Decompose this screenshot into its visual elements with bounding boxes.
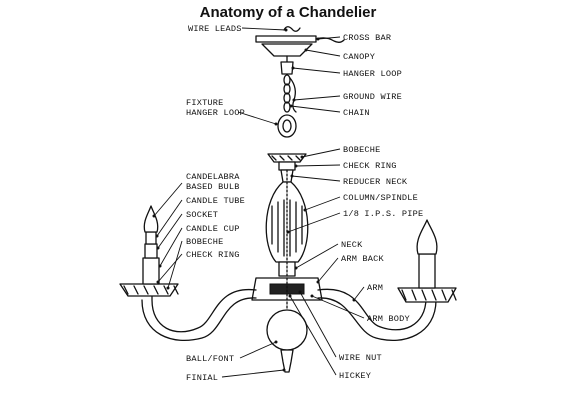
label-ips-pipe: 1/8 I.P.S. PIPE xyxy=(343,209,423,219)
right-bobeche-shape xyxy=(397,287,457,303)
finial-shape xyxy=(280,349,294,373)
label-candelabra-bulb-line2: BASED BULB xyxy=(186,182,240,192)
label-arm-body: ARM BODY xyxy=(367,314,410,324)
left-arm-shape xyxy=(151,289,257,333)
callout-labels: WIRE LEADS FIXTURE HANGER LOOP CANDELABR… xyxy=(186,24,423,383)
chain-shape xyxy=(283,74,291,113)
left-bulb-shape xyxy=(143,205,159,233)
label-canopy: CANOPY xyxy=(343,52,375,62)
label-wire-leads: WIRE LEADS xyxy=(188,24,242,34)
label-socket: SOCKET xyxy=(186,210,218,220)
label-fixture-hanger-loop-line1: FIXTURE xyxy=(186,98,224,108)
cross-bar-shape xyxy=(255,35,317,43)
leader-lines xyxy=(152,27,365,378)
label-hickey: HICKEY xyxy=(339,371,371,381)
ball-font-shape xyxy=(266,309,308,351)
left-candle-cup-shape xyxy=(142,257,160,285)
right-arm-shape xyxy=(317,288,427,331)
canopy-shape xyxy=(261,43,313,57)
label-ground-wire: GROUND WIRE xyxy=(343,92,402,102)
label-chain: CHAIN xyxy=(343,108,370,118)
label-ball-font: BALL/FONT xyxy=(186,354,234,364)
left-bobeche-shape xyxy=(119,283,179,297)
label-fixture-hanger-loop-line2: HANGER LOOP xyxy=(186,108,245,118)
left-socket-shape xyxy=(144,243,158,259)
diagram-title: Anatomy of a Chandelier xyxy=(200,4,377,21)
label-cross-bar: CROSS BAR xyxy=(343,33,391,43)
label-hanger-loop: HANGER LOOP xyxy=(343,69,402,79)
right-bulb-shape xyxy=(416,219,438,255)
label-arm-back: ARM BACK xyxy=(341,254,384,264)
label-column-spindle: COLUMN/SPINDLE xyxy=(343,193,418,203)
left-candle-tube-shape xyxy=(145,231,157,245)
fixture-hanger-loop-shape xyxy=(277,114,297,138)
label-candelabra-bulb-line1: CANDELABRA xyxy=(186,172,240,182)
label-candle-cup: CANDLE CUP xyxy=(186,224,240,234)
label-wire-nut: WIRE NUT xyxy=(339,353,382,363)
label-candle-tube: CANDLE TUBE xyxy=(186,196,245,206)
chandelier-drawing xyxy=(119,26,457,373)
label-check-ring-left: CHECK RING xyxy=(186,250,240,260)
label-reducer-neck: REDUCER NECK xyxy=(343,177,408,187)
label-check-ring-top: CHECK RING xyxy=(343,161,397,171)
label-neck: NECK xyxy=(341,240,363,250)
label-bobeche-left: BOBECHE xyxy=(186,237,224,247)
label-bobeche-top: BOBECHE xyxy=(343,145,381,155)
label-finial: FINIAL xyxy=(186,373,218,383)
label-arm: ARM xyxy=(367,283,383,293)
